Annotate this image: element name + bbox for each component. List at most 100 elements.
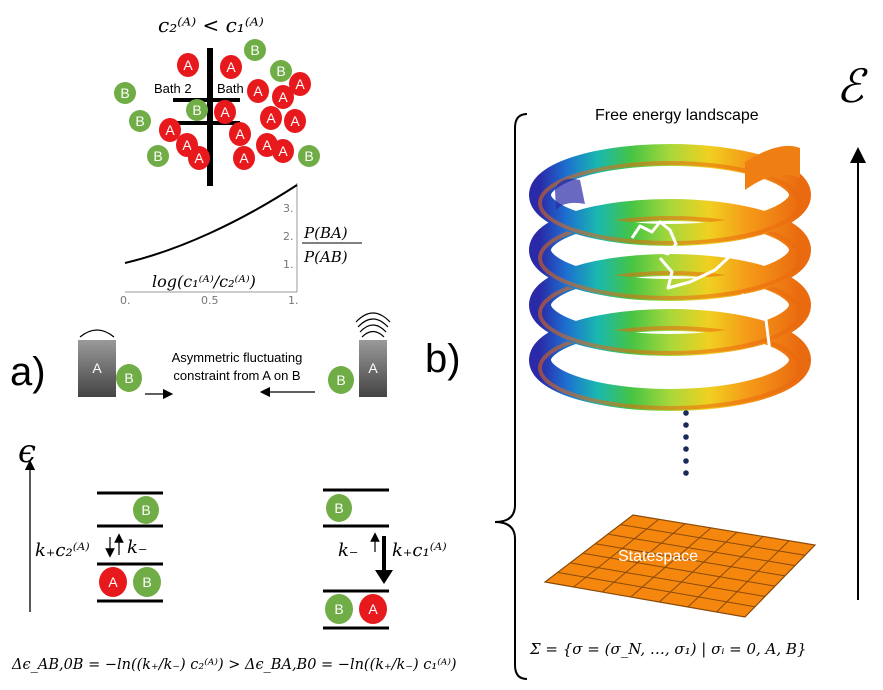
helix-top-edge — [745, 145, 800, 190]
panel-b: b) Free energy landscape ℰ — [425, 59, 868, 680]
ellipsis-dots — [683, 410, 689, 476]
xtick-label: 0. — [120, 294, 131, 307]
svg-text:B: B — [276, 63, 285, 79]
particle-b — [325, 594, 353, 624]
svg-text:A: A — [295, 76, 305, 92]
particle-a: A — [177, 53, 199, 77]
left-rate-up: k₊c₂⁽ᴬ⁾ — [35, 540, 90, 561]
particle-b: B — [298, 145, 320, 167]
svg-text:A: A — [278, 89, 288, 105]
svg-text:A: A — [290, 113, 300, 129]
epsilon-label: ϵ — [18, 432, 36, 470]
particle-b: B — [129, 110, 151, 132]
bold-arrowhead — [375, 570, 393, 584]
helix-landscape — [529, 144, 811, 411]
helix-ring — [529, 199, 811, 301]
inset-plot: log(c₁⁽ᴬ⁾/c₂⁽ᴬ⁾) P(BA) P(AB) 0. 0.5 1. 3… — [120, 183, 362, 307]
svg-text:B: B — [120, 85, 129, 101]
y-label-numerator: P(BA) — [303, 224, 348, 242]
ytick-label: 2. — [283, 230, 294, 243]
particle-a: A — [289, 72, 311, 96]
svg-text:A: A — [108, 574, 118, 590]
grid-line — [658, 531, 738, 603]
helix-ring — [529, 309, 811, 411]
constraint-bar-left — [78, 340, 116, 397]
grid-line — [557, 571, 756, 608]
energy-difference-equation: Δϵ_AB,0B = −ln((k₊/k₋) c₂⁽ᴬ⁾) > Δϵ_BA,B0… — [11, 657, 457, 673]
particle-a: A — [214, 100, 236, 124]
inequality-label: c₂⁽ᴬ⁾ < c₁⁽ᴬ⁾ — [158, 13, 264, 37]
grid-line — [620, 524, 806, 556]
grid-line — [716, 540, 790, 613]
grid-line — [607, 533, 796, 567]
svg-text:A: A — [368, 601, 378, 617]
svg-text:B: B — [153, 148, 162, 164]
particles: A A A A A A A A A A A A A A A B B B B B … — [114, 39, 320, 170]
particle-a — [99, 567, 127, 597]
curly-brace — [494, 113, 528, 680]
particle-b — [116, 364, 142, 392]
bath-diagram: c₂⁽ᴬ⁾ < c₁⁽ᴬ⁾ Bath 2 Bath 1 A A A A A A … — [114, 13, 320, 186]
particle-b — [133, 567, 161, 597]
grid-line — [582, 552, 776, 587]
panel-b-label: b) — [425, 337, 461, 381]
statespace-grid: Statespace — [543, 514, 817, 618]
svg-text:B: B — [334, 601, 343, 617]
particle-a: A — [229, 122, 251, 146]
svg-text:B: B — [142, 574, 151, 590]
xtick-label: 1. — [288, 294, 299, 307]
left-rate-down: k₋ — [127, 537, 147, 558]
ytick-label: 1. — [283, 258, 294, 271]
landscape-title: Free energy landscape — [595, 107, 759, 124]
particle-a: A — [247, 79, 269, 103]
grid-line — [573, 518, 660, 588]
svg-text:A: A — [183, 57, 193, 73]
svg-text:B: B — [135, 113, 144, 129]
svg-text:A: A — [194, 150, 204, 166]
grid-line — [687, 536, 764, 608]
right-rate-up: k₋ — [338, 540, 358, 561]
svg-text:A: A — [220, 104, 230, 120]
tick-labels: 0. 0.5 1. 3. 2. 1. — [120, 202, 299, 307]
wave-icon — [79, 329, 115, 338]
particle-b: B — [270, 60, 292, 82]
particle-a: A — [188, 146, 210, 170]
svg-text:B: B — [304, 148, 313, 164]
grid-line — [630, 527, 712, 598]
svg-text:A: A — [253, 83, 263, 99]
svg-text:B: B — [124, 370, 133, 386]
particle-a: A — [284, 109, 306, 133]
svg-text:B: B — [141, 502, 150, 518]
trajectory-arrowhead — [676, 374, 686, 384]
particle-b — [133, 496, 159, 524]
panel-a: a) Asymmetric fluctuating constraint fro… — [10, 312, 457, 673]
energy-symbol: ℰ — [836, 59, 868, 113]
svg-text:B: B — [192, 102, 201, 118]
bar-label-a: A — [368, 360, 378, 376]
xtick-label: 0.5 — [201, 294, 219, 307]
particle-a: A — [260, 106, 282, 130]
helix-shadow — [555, 178, 585, 210]
ratio-curve — [124, 184, 298, 264]
particle-b: B — [186, 99, 208, 121]
particle-a: A — [233, 146, 255, 170]
svg-text:B: B — [334, 500, 343, 516]
grid-line — [601, 523, 686, 593]
helix-ring — [529, 254, 811, 356]
bath1-label: Bath 1 — [217, 81, 255, 96]
grid-line — [570, 562, 766, 597]
particle-a: A — [220, 55, 242, 79]
constraint-bar-right — [359, 340, 387, 397]
bath2-label: Bath 2 — [154, 81, 192, 96]
caption-line2: constraint from A on B — [173, 368, 300, 383]
svg-text:B: B — [250, 42, 259, 58]
particle-b: B — [244, 39, 266, 61]
particle-a: A — [272, 139, 294, 163]
svg-text:A: A — [182, 137, 192, 153]
svg-text:A: A — [239, 150, 249, 166]
right-rate-down: k₊c₁⁽ᴬ⁾ — [392, 540, 447, 561]
svg-text:A: A — [262, 137, 272, 153]
helix-ring — [529, 144, 811, 246]
panel-a-label: a) — [10, 350, 46, 394]
